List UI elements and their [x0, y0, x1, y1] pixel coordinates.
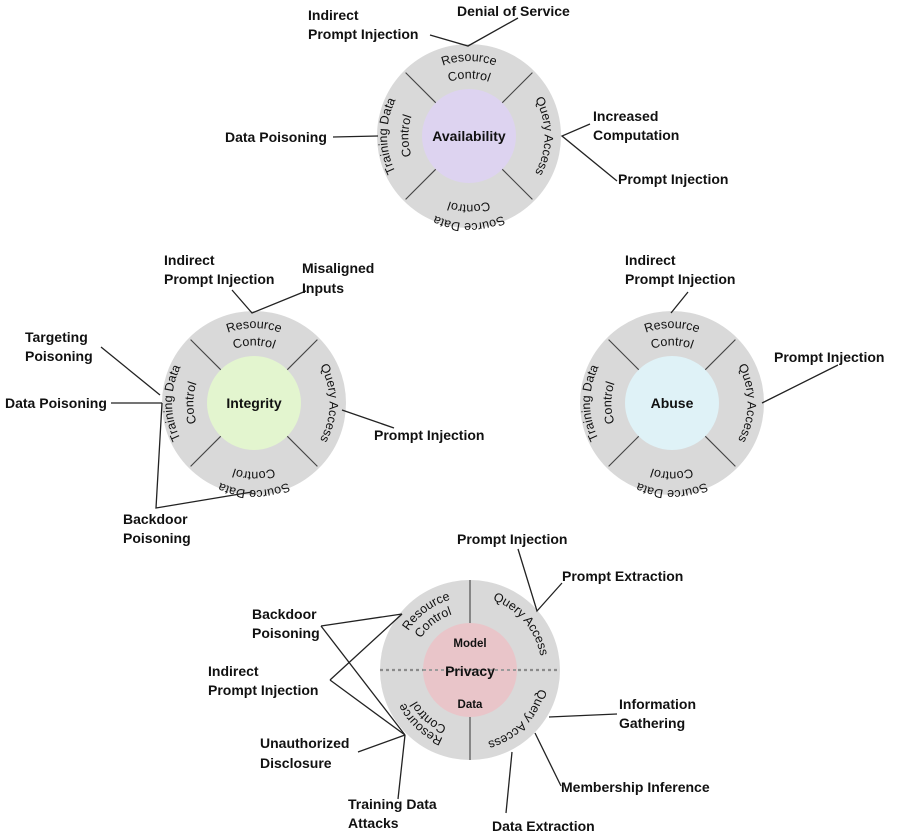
misaligned-inputs-label: Misaligned [302, 260, 374, 276]
increased-computation-label-2: Computation [593, 127, 679, 143]
unauthorized-disclosure-label-2: Disclosure [260, 755, 332, 771]
unauthorized-disclosure-label: Unauthorized [260, 735, 349, 751]
training-data-label-1: Training Data [579, 362, 601, 443]
abuse-diagram: Abuse Resource Control Query Access Cont… [579, 252, 884, 501]
training-data-label-1: Training Data [376, 95, 398, 176]
availability-center-label: Availability [432, 128, 506, 144]
targeting-poisoning-label-2: Poisoning [25, 348, 93, 364]
model-label: Model [453, 638, 486, 650]
indirect-prompt-injection-label-2: Prompt Injection [308, 26, 418, 42]
denial-of-service-label: Denial of Service [457, 3, 570, 19]
targeting-poisoning-label: Targeting [25, 329, 88, 345]
availability-leader-lines [332, 17, 618, 182]
availability-center-circle [422, 89, 516, 183]
training-data-attacks-label: Training Data [348, 796, 437, 812]
abuse-leader-lines [670, 291, 839, 404]
data-label: Data [458, 699, 484, 711]
prompt-injection-label: Prompt Injection [457, 531, 567, 547]
integrity-dividers [190, 339, 318, 467]
indirect-prompt-injection-label-2: Prompt Injection [164, 271, 274, 287]
indirect-prompt-injection-label-2: Prompt Injection [625, 271, 735, 287]
privacy-diagram: Model Privacy Data Resource Control Quer… [208, 531, 710, 834]
training-data-label-1: Training Data [161, 362, 183, 443]
availability-dividers [405, 72, 533, 200]
prompt-injection-label: Prompt Injection [774, 349, 884, 365]
integrity-center-label: Integrity [226, 395, 281, 411]
availability-diagram: Availability Resource Control Query Acce… [225, 3, 728, 234]
abuse-center-circle [625, 356, 719, 450]
backdoor-poisoning-label-2: Poisoning [252, 625, 320, 641]
backdoor-poisoning-label: Backdoor [123, 511, 188, 527]
indirect-prompt-injection-label: Indirect [308, 7, 359, 23]
membership-inference-label: Membership Inference [561, 779, 710, 795]
abuse-dividers [608, 339, 736, 467]
prompt-injection-label: Prompt Injection [374, 427, 484, 443]
prompt-injection-label: Prompt Injection [618, 171, 728, 187]
increased-computation-label: Increased [593, 108, 658, 124]
integrity-diagram: Integrity Resource Control Query Access … [5, 252, 484, 546]
information-gathering-label: Information [619, 696, 696, 712]
abuse-center-label: Abuse [651, 395, 694, 411]
privacy-center-label: Privacy [445, 663, 495, 679]
integrity-leader-lines [100, 289, 395, 509]
information-gathering-label-2: Gathering [619, 715, 685, 731]
training-data-attacks-label-2: Attacks [348, 815, 399, 831]
indirect-prompt-injection-label: Indirect [208, 663, 259, 679]
data-poisoning-label: Data Poisoning [225, 129, 327, 145]
privacy-center-circle [423, 623, 517, 717]
backdoor-poisoning-label-2: Poisoning [123, 530, 191, 546]
prompt-extraction-label: Prompt Extraction [562, 568, 683, 584]
data-extraction-label: Data Extraction [492, 818, 595, 834]
indirect-prompt-injection-label: Indirect [625, 252, 676, 268]
misaligned-inputs-label-2: Inputs [302, 280, 344, 296]
integrity-center-circle [207, 356, 301, 450]
privacy-leader-lines [320, 548, 618, 814]
backdoor-poisoning-label: Backdoor [252, 606, 317, 622]
indirect-prompt-injection-label: Indirect [164, 252, 215, 268]
indirect-prompt-injection-label-2: Prompt Injection [208, 682, 318, 698]
data-poisoning-label: Data Poisoning [5, 395, 107, 411]
